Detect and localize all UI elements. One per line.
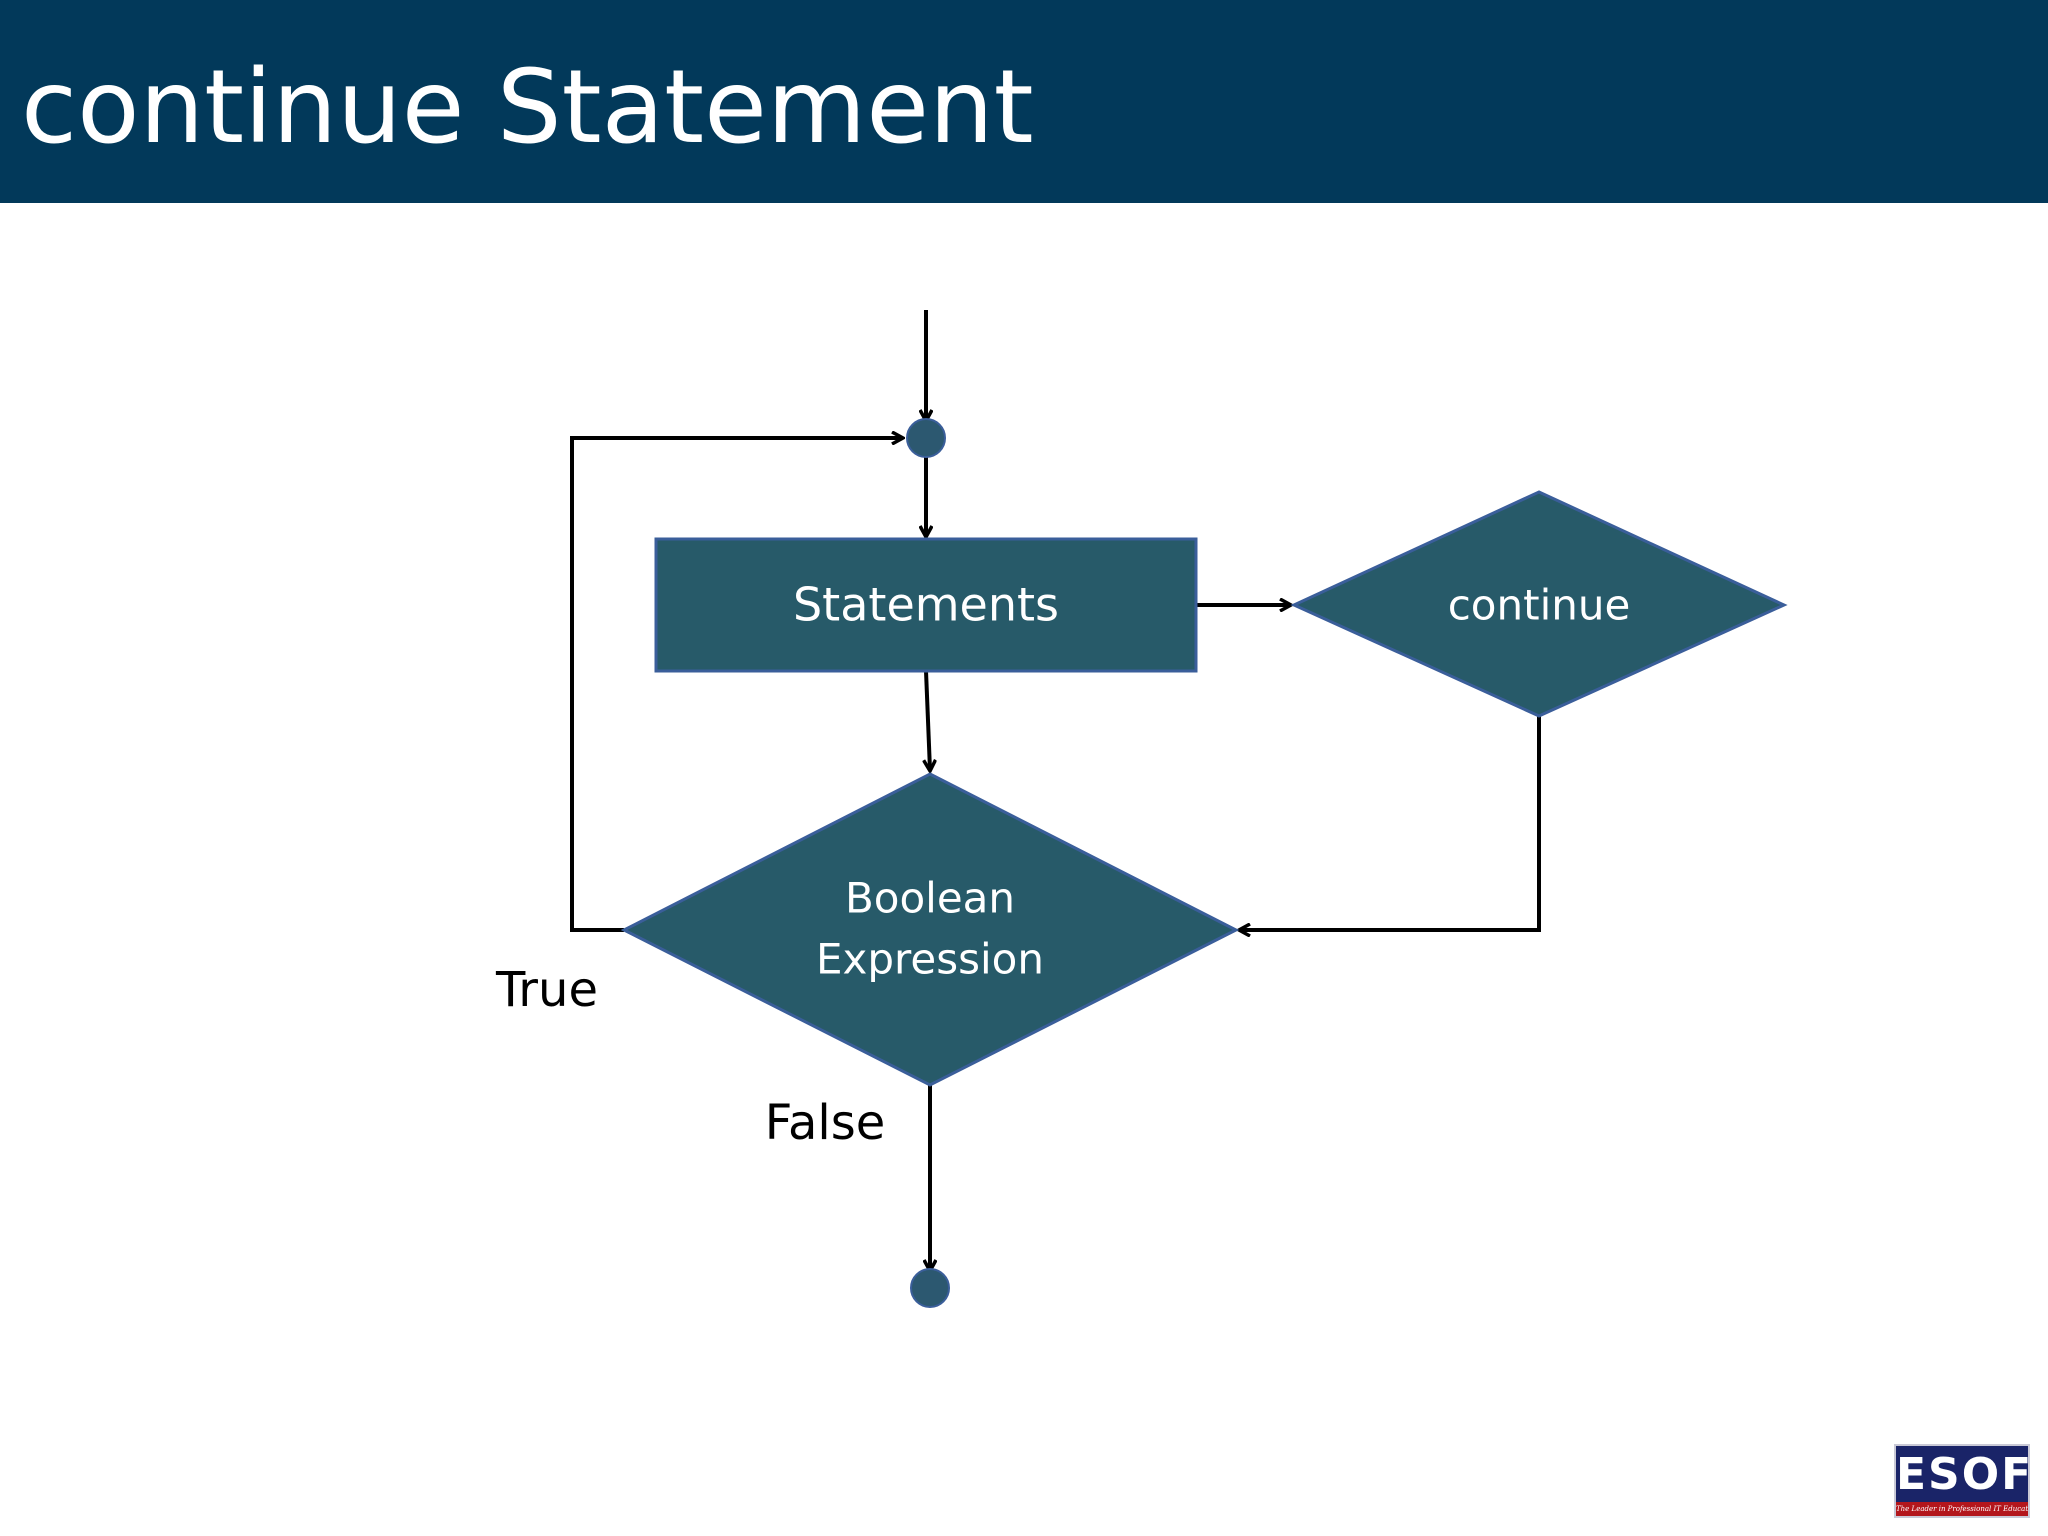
boolean-label-line1: Boolean xyxy=(845,874,1015,923)
title-bar: continue Statement xyxy=(0,0,2048,203)
statements-to-condition-arrow xyxy=(926,670,930,770)
logo-stripe xyxy=(1896,1502,2028,1516)
false-edge-label: False xyxy=(765,1095,886,1151)
true-edge-label: True xyxy=(495,962,598,1018)
boolean-label-line2: Expression xyxy=(816,935,1044,984)
logo-tagline: The Leader in Professional IT Education xyxy=(1896,1505,2030,1513)
statements-box xyxy=(654,537,1198,673)
esoft-logo: ESOFT The Leader in Professional IT Educ… xyxy=(1894,1444,2030,1518)
continue-to-condition-arrow xyxy=(1240,716,1541,930)
loop-junction-dot xyxy=(906,418,946,458)
statements-label: Statements xyxy=(793,578,1059,632)
boolean-expression-diamond xyxy=(620,772,1240,1087)
true-loop-arrow xyxy=(570,438,902,932)
exit-dot xyxy=(910,1268,950,1308)
continue-diamond xyxy=(1290,490,1788,718)
continue-label: continue xyxy=(1448,581,1631,630)
slide-title: continue Statement xyxy=(21,48,1034,167)
logo-wordmark: ESOFT xyxy=(1896,1449,2028,1500)
